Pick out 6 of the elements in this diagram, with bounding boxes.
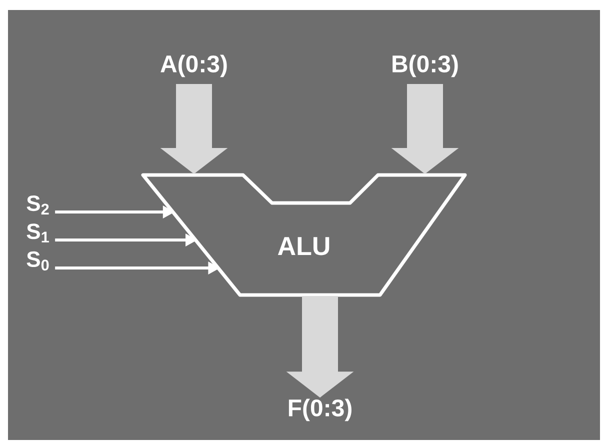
signal-label: B(0:3) <box>392 54 458 78</box>
signal-label: S$_{0}$ <box>26 251 49 271</box>
signal-label: A(0:3) <box>160 54 227 78</box>
signal-label: S$_{1}$ <box>26 224 49 242</box>
signal-label: F(0:3) <box>288 398 352 422</box>
signal-label: S$_{2}$ <box>26 196 49 214</box>
